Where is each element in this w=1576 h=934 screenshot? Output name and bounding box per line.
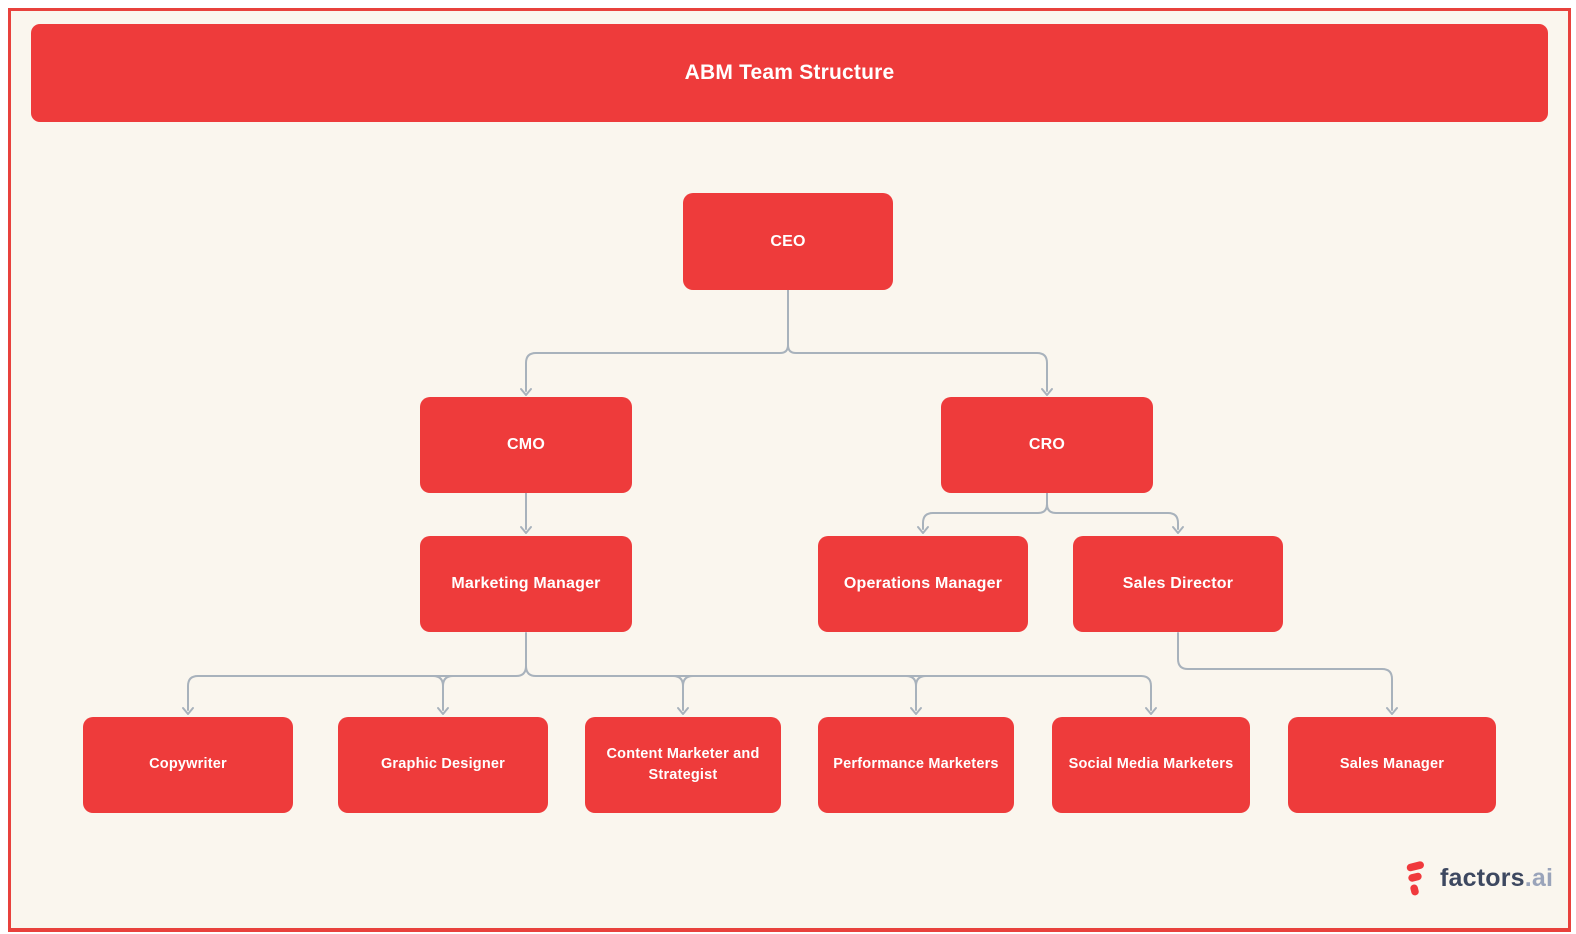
connector-drop-content-marketer [672,675,684,711]
org-node-label: Content Marketer and Strategist [606,745,760,783]
arrowhead-cro [1041,388,1053,396]
connector-ceo-cro [787,289,1048,392]
org-node-label: CMO [507,436,545,454]
arrowhead-performance-marketers [910,707,922,715]
connector-mm-right-run [525,665,1152,711]
connector-drop-graphic-designer-shoulder [442,675,454,687]
org-node-label: CEO [770,232,806,250]
arrowhead-social-media-marketers [1145,707,1157,715]
connector-drop-graphic-designer [432,675,444,711]
connector-sales-director-sales-manager [1177,632,1393,711]
arrowhead-marketing-manager [520,526,532,534]
connector-mm-left-run [187,632,527,711]
org-node-label: Sales Director [1122,575,1234,593]
connector-cro-operations-manager [922,492,1048,530]
connector-drop-performance-marketers-shoulder [915,675,927,687]
org-node-label: Operations Manager [843,575,1003,593]
connector-ceo-cmo [525,289,789,392]
arrowhead-copywriter [182,707,194,715]
chart-title-bar: ABM Team Structure [31,24,1548,122]
org-node-graphic-designer: Graphic Designer [338,717,548,813]
org-node-copywriter: Copywriter [83,717,293,813]
org-node-marketing-manager: Marketing Manager [420,536,632,632]
org-node-label: Sales Manager [1339,756,1445,773]
connector-drop-performance-marketers [905,675,917,711]
org-node-operations-manager: Operations Manager [818,536,1028,632]
arrowhead-sales-manager [1386,707,1398,715]
org-node-label: Copywriter [149,756,227,773]
org-node-label: Social Media Marketers [1068,756,1234,773]
factors-logo-icon [1406,861,1424,896]
factors-ai-logo: factors.ai [1404,856,1553,900]
org-node-performance-marketers: Performance Marketers [818,717,1014,813]
org-node-label: CRO [1028,436,1066,454]
org-node-sales-manager: Sales Manager [1288,717,1496,813]
arrowhead-cmo [520,388,532,396]
org-node-label: Marketing Manager [451,575,601,593]
arrowhead-sales-director [1172,526,1184,534]
org-node-cmo: CMO [420,397,632,493]
connector-drop-content-marketer-shoulder [682,675,694,687]
org-node-label: Graphic Designer [380,756,506,773]
logo-suffix: .ai [1524,863,1554,892]
org-node-content-marketer: Content Marketer and Strategist [585,717,781,813]
org-node-sales-director: Sales Director [1073,536,1283,632]
org-node-label: Performance Marketers [833,756,999,773]
factors-logo-text: factors.ai [1440,864,1553,893]
arrowhead-content-marketer [677,707,689,715]
org-node-social-media-marketers: Social Media Marketers [1052,717,1250,813]
logo-brand: factors [1440,863,1525,892]
arrowhead-operations-manager [917,526,929,534]
arrowhead-graphic-designer [437,707,449,715]
org-node-cro: CRO [941,397,1153,493]
org-node-ceo: CEO [683,193,893,290]
connector-cro-sales-director [1046,492,1179,530]
chart-title: ABM Team Structure [684,61,895,84]
